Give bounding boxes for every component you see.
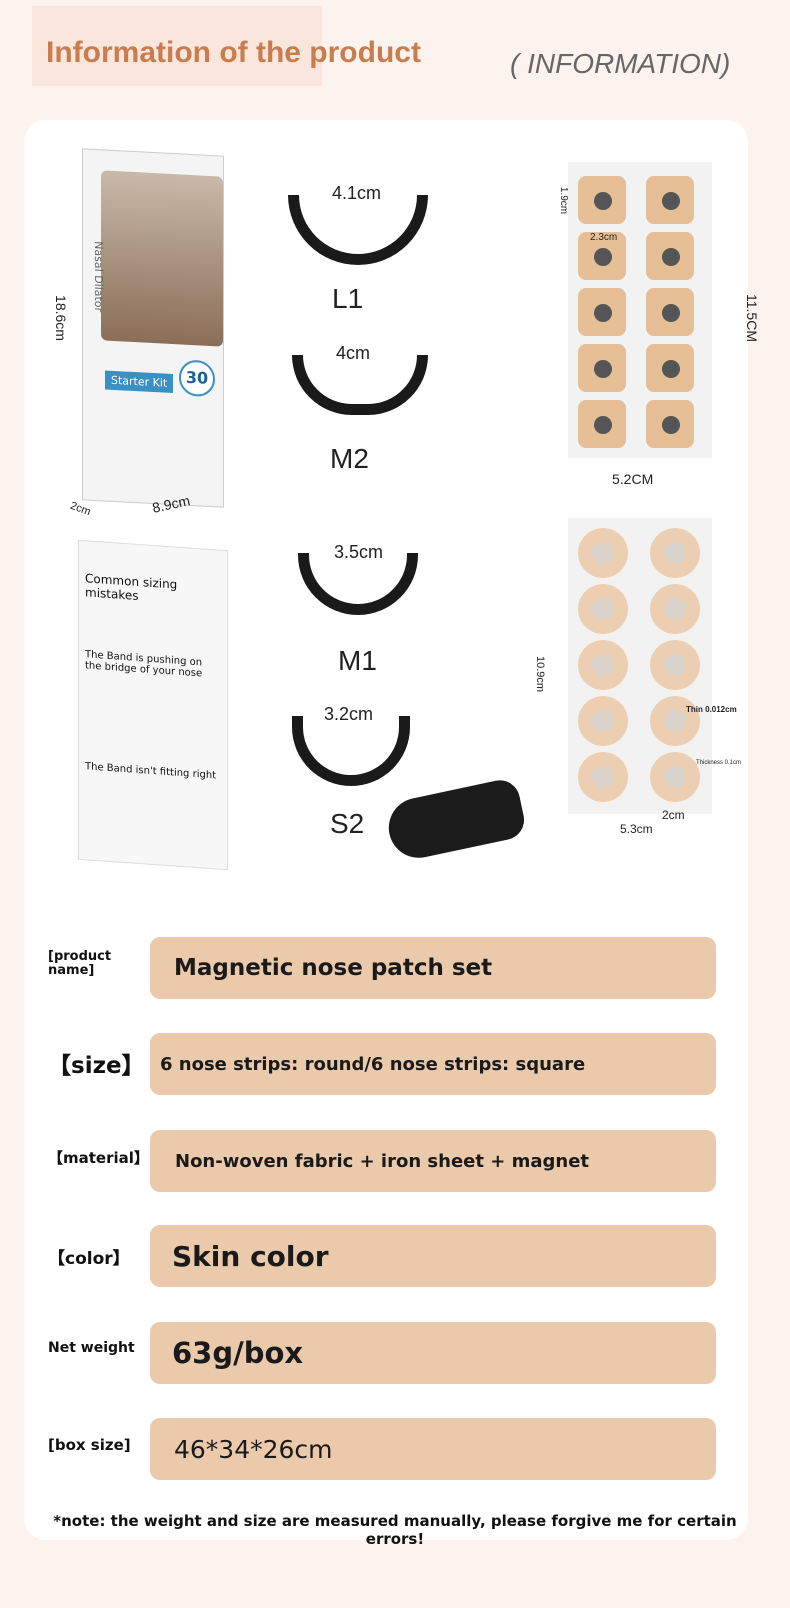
spec-label: 【material】 [48,1149,149,1167]
thickness-label: Thickness 0.1cm [696,760,742,766]
strip-name: S2 [330,808,365,839]
product-box-image: Nasal Dilator Starter Kit 30 [82,148,224,508]
footnote: *note: the weight and size are measured … [53,1512,737,1548]
round-sheet-width: 5.3cm [620,822,653,836]
spec-value-text: 46*34*26cm [174,1434,333,1464]
round-sheet-height: 10.9cm [534,655,547,693]
patch-width: 2.3cm [590,232,618,243]
strip-name: M1 [338,645,377,676]
patch-height: 1.9cm [558,186,570,215]
strip-name: L1 [332,283,364,314]
leaflet-sub1: The Band is pushing on the bridge of you… [85,649,203,680]
box-kit-label: Starter Kit [105,370,174,394]
spec-value: 6 nose strips: round/6 nose strips: squa… [150,1033,716,1095]
title-banner: Information of the product [32,6,421,86]
spec-label: Net weight [48,1340,135,1356]
spec-value: Non-woven fabric + iron sheet + magnet [150,1130,716,1192]
spec-label: 【size】 [48,1053,145,1079]
spec-value-text: Non-woven fabric + iron sheet + magnet [175,1150,589,1172]
box-brand: Nasal Dilator [91,240,105,313]
page-title: Information of the product [46,36,421,69]
spec-value-text: Skin color [172,1239,329,1273]
sheet-width: 5.2CM [612,471,654,487]
box-height: 18.6cm [52,295,69,341]
spec-value-text: Magnetic nose patch set [174,955,493,981]
round-patch-width: 2cm [662,808,685,822]
strip-name: M2 [330,443,369,474]
spec-label: [box size] [48,1436,131,1454]
spec-value: Magnetic nose patch set [150,937,716,999]
page-subtitle: ( INFORMATION) [510,48,731,79]
strip-size: 4.1cm [332,183,382,203]
spec-label: [product name] [48,949,112,978]
strip-size: 4cm [336,343,371,363]
spec-value: 46*34*26cm [150,1418,716,1480]
spec-value-text: 6 nose strips: round/6 nose strips: squa… [160,1053,586,1075]
strip-size: 3.5cm [334,542,384,562]
leaflet-sub2: The Band isn't fitting right [85,761,217,782]
spec-value: 63g/box [150,1322,716,1384]
leaflet-heading: Common sizing mistakes [85,571,178,603]
nose-strip-s2 [292,716,410,786]
strip-size: 3.2cm [324,704,374,724]
square-patch-sheet [568,162,712,458]
box-badge: 30 [179,359,215,398]
instruction-leaflet: Common sizing mistakes The Band is pushi… [78,539,228,871]
sheet-height: 11.5CM [743,294,760,342]
spec-value-text: 63g/box [172,1336,304,1370]
thin-label: Thin 0.012cm [686,705,737,714]
round-patch-sheet [568,518,712,814]
spec-value: Skin color [150,1225,716,1287]
spec-label: 【color】 [48,1249,130,1269]
